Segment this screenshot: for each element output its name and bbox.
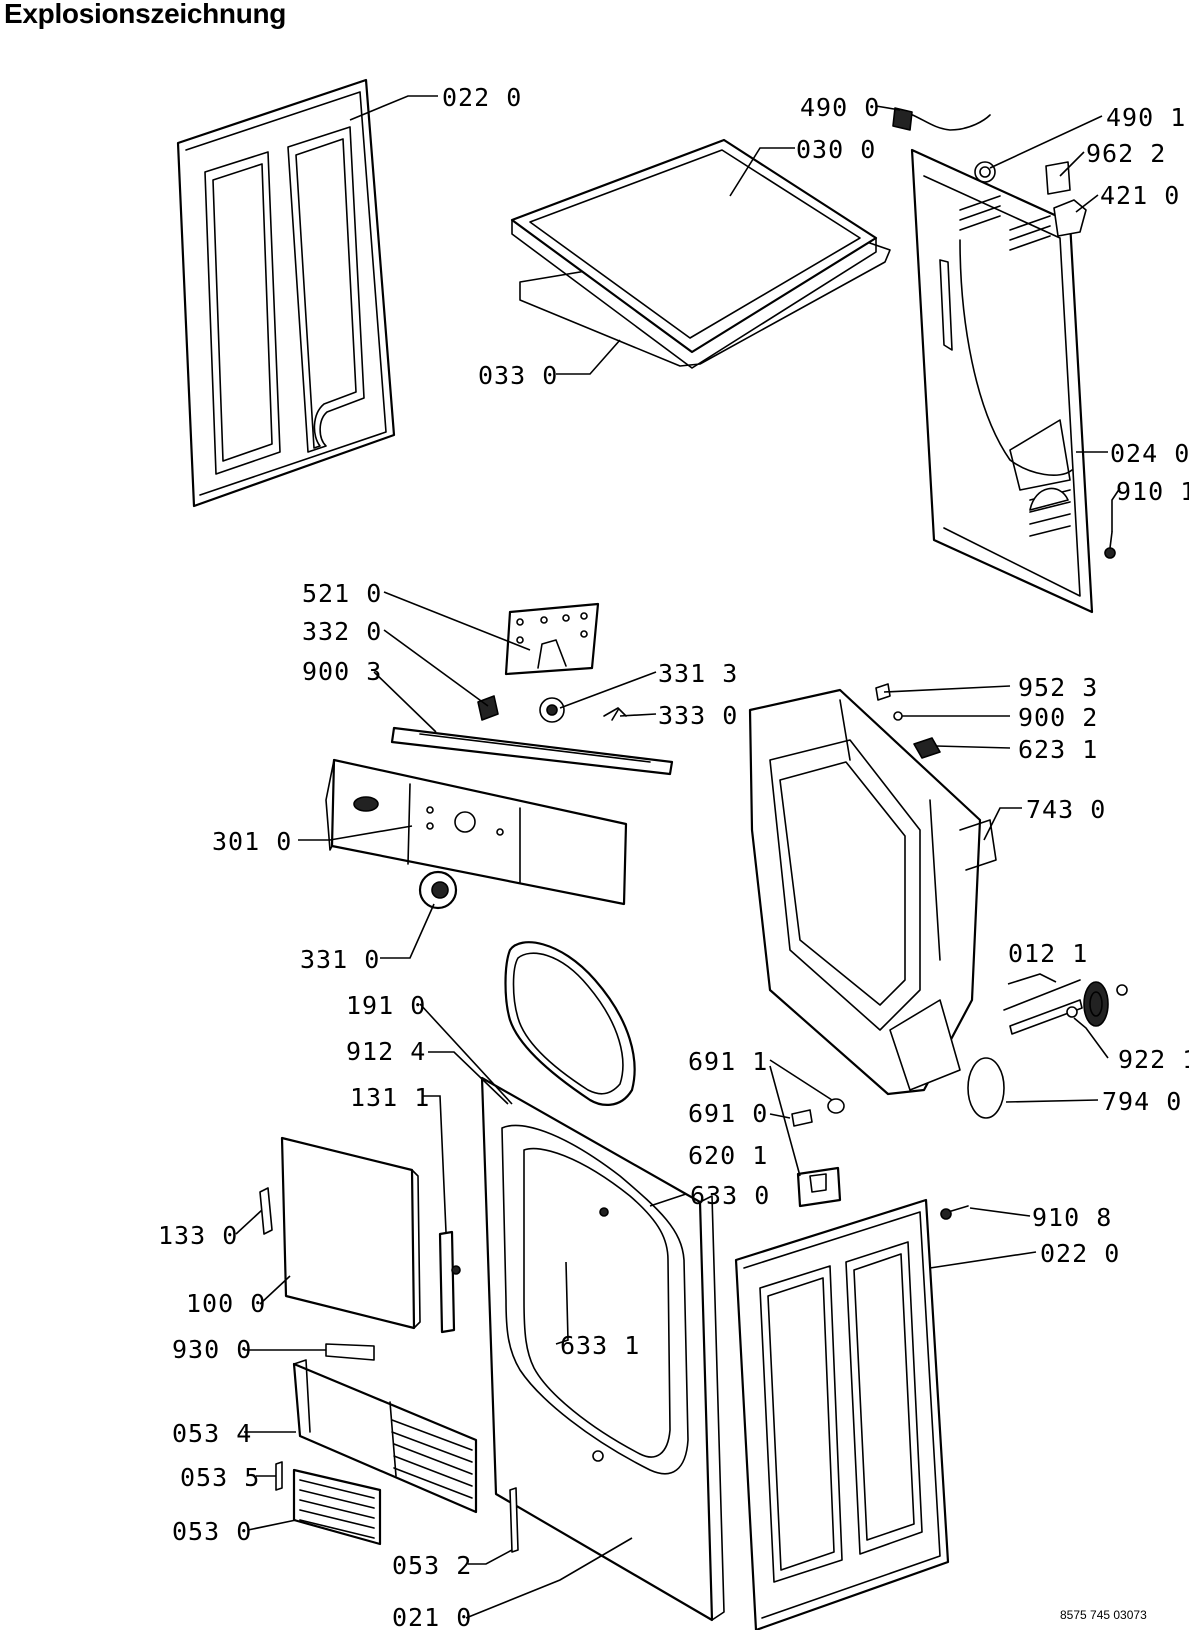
part-label: 910 1 [1116, 477, 1189, 506]
part-label: 691 0 [688, 1099, 768, 1128]
part-label: 033 0 [478, 361, 558, 390]
rail [390, 726, 674, 776]
rear-panel [910, 148, 1094, 614]
part-label: 333 0 [658, 701, 738, 730]
part-label: 691 1 [688, 1047, 768, 1076]
knob [418, 870, 458, 910]
leader-lines [235, 95, 1121, 1619]
part-label: 131 1 [350, 1083, 430, 1112]
part-label: 490 0 [800, 93, 880, 122]
part-label: 022 0 [1040, 1239, 1120, 1268]
part-label: 633 1 [560, 1331, 640, 1360]
part-label: 021 0 [392, 1603, 472, 1630]
part-label: 421 0 [1100, 181, 1180, 210]
part-label: 053 4 [172, 1419, 252, 1448]
top-cover [510, 138, 891, 369]
bracket [504, 602, 600, 676]
part-label: 191 0 [346, 991, 426, 1020]
part-label: 900 3 [302, 657, 382, 686]
control-panel [325, 758, 628, 906]
part-label: 490 1 [1106, 103, 1186, 132]
shaft-and-pulley [1003, 979, 1128, 1035]
part-label: 930 0 [172, 1335, 252, 1364]
part-label: 962 2 [1086, 139, 1166, 168]
part-label: 053 0 [172, 1517, 252, 1546]
part-label: 053 2 [392, 1551, 472, 1580]
part-label: 623 1 [1018, 735, 1098, 764]
document-number: 8575 745 03073 [1060, 1608, 1147, 1622]
part-label: 331 0 [300, 945, 380, 974]
part-label: 030 0 [796, 135, 876, 164]
front-panel [480, 1076, 725, 1622]
part-label: 910 8 [1032, 1203, 1112, 1232]
part-label: 301 0 [212, 827, 292, 856]
screw-910-8 [940, 1205, 969, 1220]
part-label: 332 0 [302, 617, 382, 646]
part-label: 133 0 [158, 1221, 238, 1250]
door-handle [259, 1187, 273, 1235]
side-panel-left [176, 78, 396, 508]
part-labels: 022 0 490 0 490 1 030 0 962 2 421 0 033 … [158, 83, 1189, 1630]
side-panel-right [734, 1198, 950, 1630]
part-label: 633 0 [690, 1181, 770, 1210]
part-label: 743 0 [1026, 795, 1106, 824]
hinge-bar [438, 1230, 461, 1334]
part-label: 922 1 [1118, 1045, 1189, 1074]
door-switch [796, 1166, 842, 1208]
part-label: 331 3 [658, 659, 738, 688]
part-label: 022 0 [442, 83, 522, 112]
top-small-parts [892, 107, 1116, 559]
door-seal [504, 941, 636, 1106]
drum-support [748, 688, 997, 1096]
part-label: 521 0 [302, 579, 382, 608]
grille [275, 1461, 382, 1546]
door-inner-plate [280, 1136, 421, 1330]
small-controls [477, 695, 627, 723]
part-label: 900 2 [1018, 703, 1098, 732]
part-label: 024 0 [1110, 439, 1189, 468]
part-label: 620 1 [688, 1141, 768, 1170]
part-label: 912 4 [346, 1037, 426, 1066]
drawer [292, 1359, 478, 1514]
part-label: 053 5 [180, 1463, 260, 1492]
right-small-parts [875, 683, 941, 759]
part-label: 952 3 [1018, 673, 1098, 702]
filter-tube [325, 1343, 375, 1361]
part-label: 794 0 [1102, 1087, 1182, 1116]
ring [967, 1057, 1005, 1119]
hose-parts [791, 1098, 845, 1127]
page-title: Explosionszeichnung [4, 0, 287, 29]
part-label: 012 1 [1008, 939, 1088, 968]
stick [509, 1487, 519, 1553]
part-label: 100 0 [186, 1289, 266, 1318]
